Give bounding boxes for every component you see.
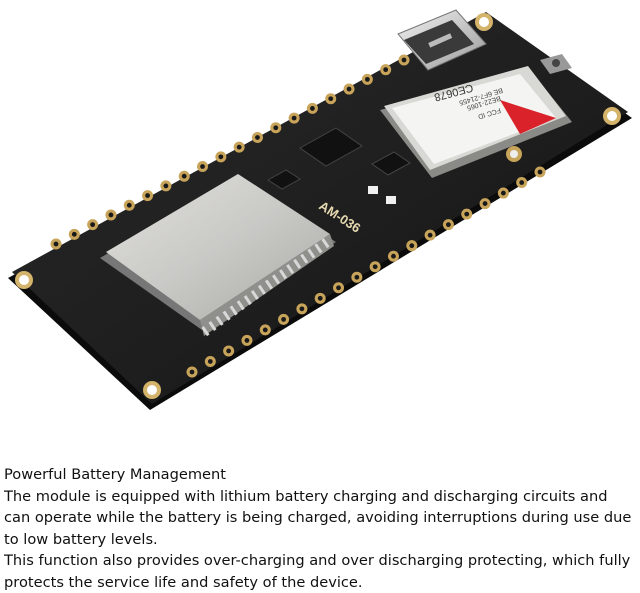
feature-caption: Powerful Battery Management The module i…	[4, 464, 636, 593]
castellated-pin	[208, 321, 217, 331]
castellated-pin	[222, 310, 231, 321]
castellated-pin	[271, 274, 281, 285]
castellated-pin	[321, 238, 330, 249]
shielded-module	[100, 174, 336, 337]
castellated-pin	[250, 289, 259, 300]
antenna-connector	[506, 146, 522, 162]
castellated-pin	[293, 258, 302, 269]
usb-c-connector	[397, 9, 487, 71]
castellated-pin	[264, 279, 274, 290]
product-photo: AM-036 CE0678 FCC ID BE22-1065 BE 6F7-21…	[8, 9, 632, 410]
castellated-pin	[314, 243, 323, 254]
ic-chip	[299, 127, 363, 167]
radio-module: CE0678 FCC ID BE22-1065 BE 6F7-21455	[380, 66, 572, 178]
reset-button	[540, 54, 572, 74]
castellated-pin	[279, 269, 288, 280]
castellated-pin	[229, 305, 238, 316]
castellated-pin	[243, 295, 252, 306]
castellated-pin	[257, 284, 266, 295]
castellated-pin	[307, 248, 316, 259]
castellated-pin	[286, 264, 295, 275]
castellated-pin	[201, 326, 210, 337]
ic-chip	[371, 151, 411, 176]
caption-paragraph: This function also provides over-chargin…	[4, 552, 631, 591]
header-pads-top	[50, 54, 410, 250]
caption-paragraph: The module is equipped with lithium batt…	[4, 487, 632, 548]
castellated-pin	[236, 300, 245, 311]
header-pads-bottom	[186, 166, 546, 378]
caption-title: Powerful Battery Management	[4, 466, 226, 483]
module-castellated-pins	[201, 238, 330, 337]
castellated-pin	[215, 315, 224, 326]
ic-chip	[267, 169, 301, 190]
castellated-pin	[300, 253, 309, 264]
